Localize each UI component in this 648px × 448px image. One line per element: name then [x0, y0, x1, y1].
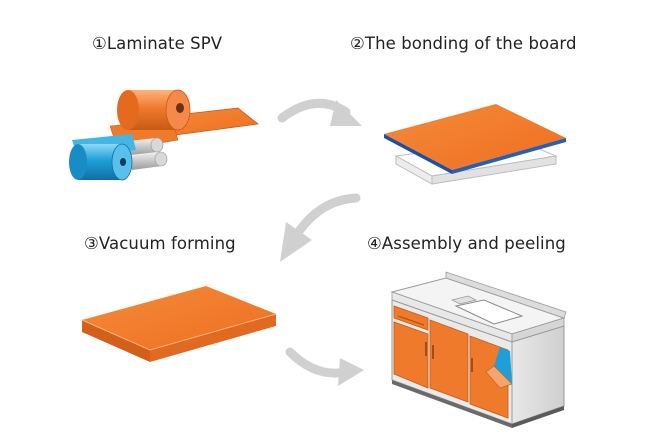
- laminate-illustration: [69, 89, 259, 181]
- vacuum-formed-board: [81, 286, 277, 362]
- step-3-label: ③Vacuum forming: [84, 234, 236, 253]
- arrow-step2-to-step3: [280, 193, 361, 262]
- arrow-step3-to-step4: [285, 347, 364, 386]
- board-bonding-illustration: [384, 104, 566, 185]
- door-middle: [429, 319, 469, 403]
- peeling-film: [485, 347, 513, 389]
- press-rollers: [120, 137, 168, 170]
- step-4-label: ④Assembly and peeling: [367, 234, 566, 253]
- arrow-step1-to-step2: [277, 98, 362, 126]
- orange-spv-roll: [117, 89, 191, 131]
- kitchen-cabinet: [390, 271, 567, 428]
- blue-film-roll: [69, 134, 136, 181]
- step-2-label: ②The bonding of the board: [350, 34, 577, 53]
- door-left: [393, 321, 429, 389]
- step-1-label: ①Laminate SPV: [92, 34, 223, 53]
